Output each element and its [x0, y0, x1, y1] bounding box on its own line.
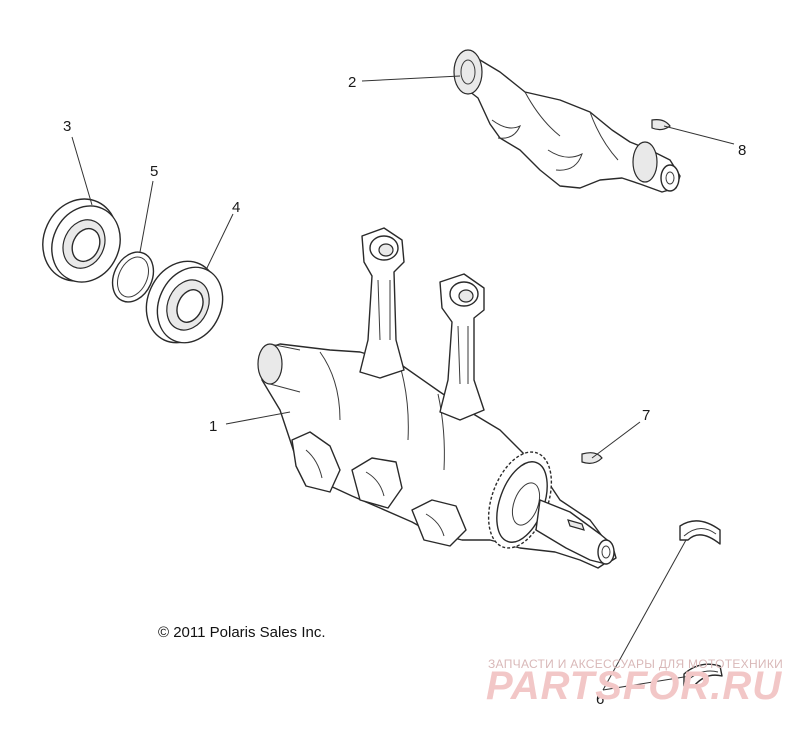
callout-6: 6 [596, 691, 604, 708]
leader-line-6a [602, 539, 687, 691]
leader-line-5 [139, 180, 154, 253]
callout-8: 8 [738, 142, 746, 159]
leader-line-6b [602, 675, 691, 691]
callout-3: 3 [63, 118, 71, 135]
bearing-shell-upper [679, 520, 721, 545]
callout-5: 5 [150, 163, 158, 180]
leader-line-4 [205, 213, 234, 271]
bearing-shell-lower [683, 663, 723, 687]
watermark-tagline: ЗАПЧАСТИ И АКСЕССУАРЫ ДЛЯ МОТОТЕХНИКИ [488, 657, 784, 671]
leader-line-3 [71, 136, 93, 206]
callout-2: 2 [348, 74, 356, 91]
callout-4: 4 [232, 199, 240, 216]
bearing-outer [42, 198, 121, 283]
watermark-brand[interactable]: PARTSFOR.RU [486, 664, 783, 708]
balance-shaft [453, 49, 681, 193]
seal-ring [111, 251, 155, 303]
callout-1: 1 [209, 418, 217, 435]
leader-line-7 [591, 421, 641, 459]
callout-7: 7 [642, 407, 650, 424]
woodruff-key-upper [651, 119, 671, 131]
leader-line-1 [225, 411, 291, 425]
copyright-notice: © 2011 Polaris Sales Inc. [158, 624, 326, 641]
leader-line-2 [361, 75, 461, 82]
leader-line-8 [663, 125, 735, 145]
crankshaft-assembly [257, 227, 617, 569]
